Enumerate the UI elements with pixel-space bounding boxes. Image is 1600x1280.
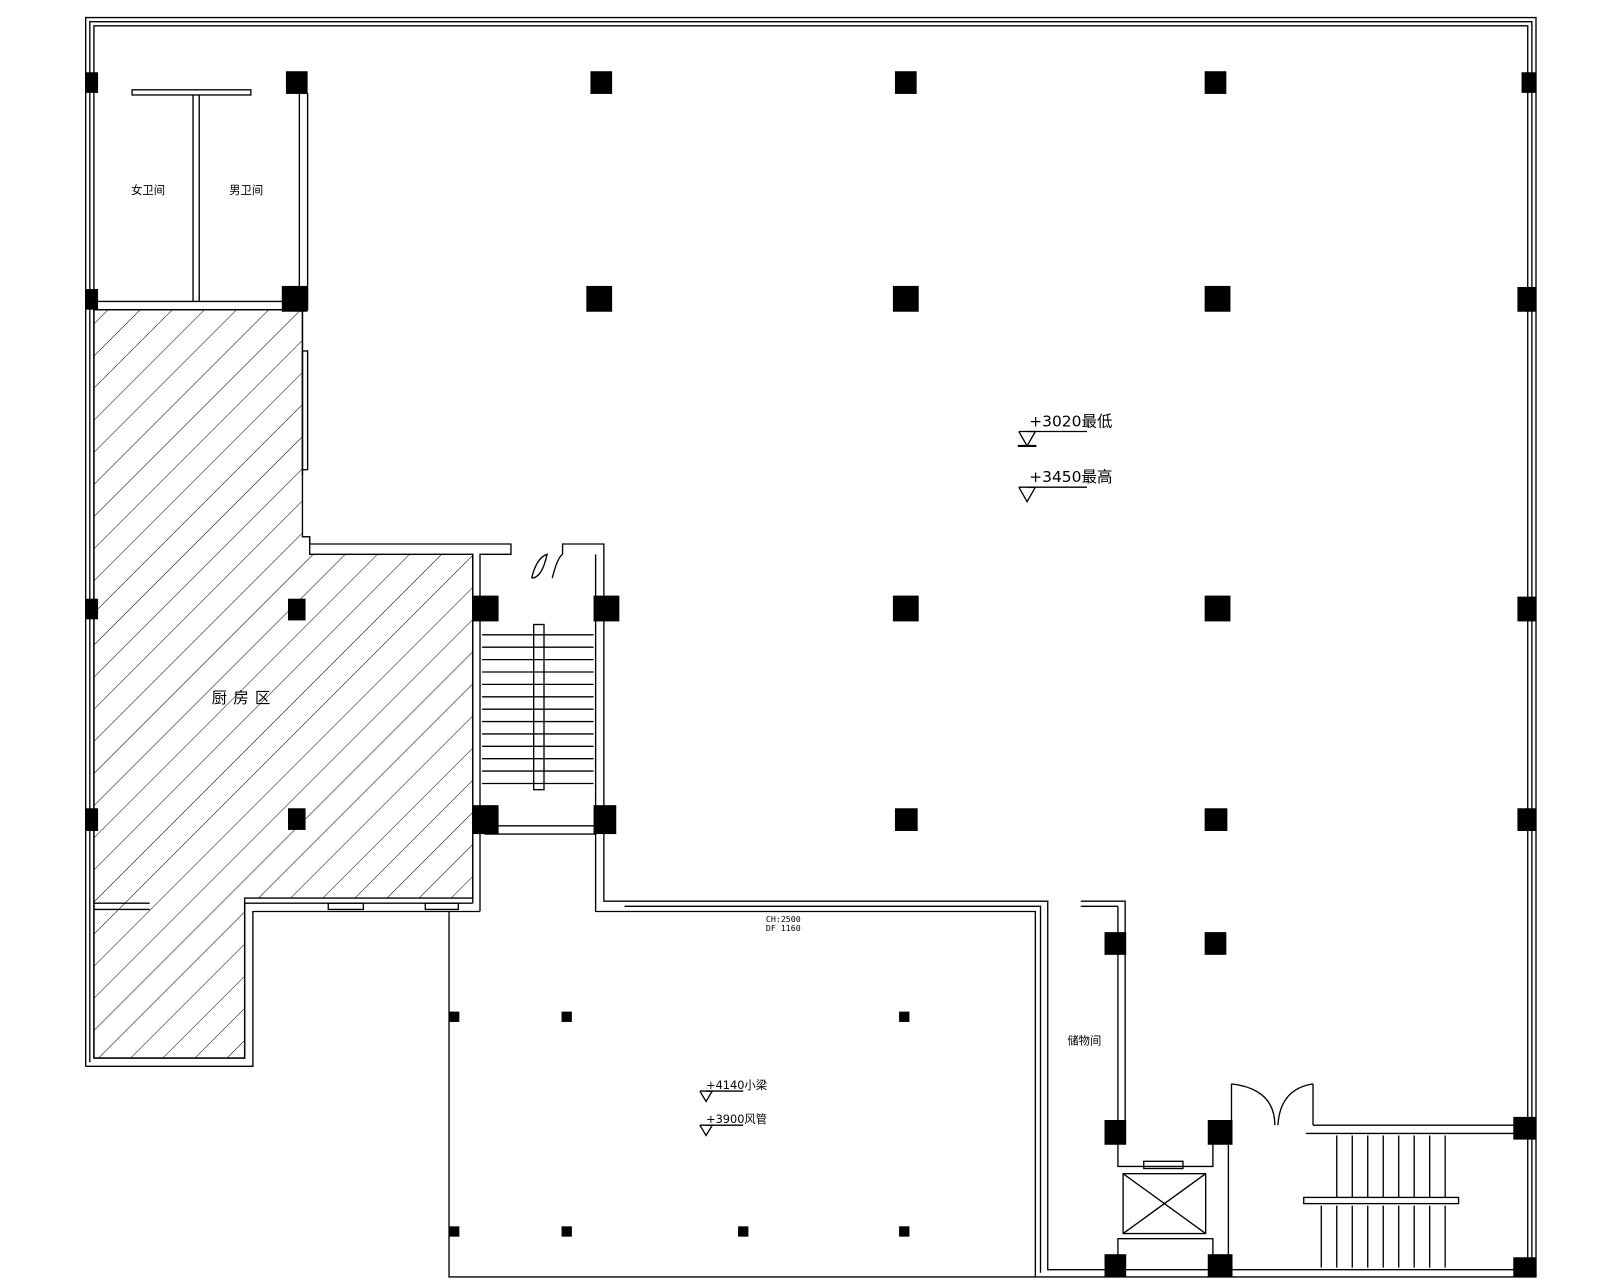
level-marker-lower-beam: +4140小梁 <box>699 1078 767 1103</box>
level-label: +4140小梁 <box>706 1078 767 1092</box>
stair-core <box>302 536 625 913</box>
lower-room-walls <box>624 900 1528 1277</box>
lower-stair-treads <box>1320 1135 1446 1268</box>
level-marker-lower-duct: +3900风管 <box>699 1112 767 1137</box>
note-ch: CH:2500 <box>766 914 801 924</box>
level-label: +3900风管 <box>706 1112 767 1126</box>
room-label-storage: 储物间 <box>1067 1034 1101 1048</box>
stair-treads <box>482 634 594 785</box>
room-label-male-toilet: 男卫间 <box>229 183 263 197</box>
level-label: +3450最高 <box>1029 468 1112 486</box>
level-marker-main-low: +3020最低 <box>1017 412 1112 448</box>
outer-walls <box>85 16 1537 1278</box>
level-marker-main-high: +3450最高 <box>1018 468 1112 504</box>
kitchen-hatch <box>93 309 474 1059</box>
note-df: DF 1160 <box>766 923 801 933</box>
level-label: +3020最低 <box>1029 412 1112 430</box>
columns <box>85 71 1536 1277</box>
room-label-kitchen: 厨房区 <box>212 689 277 707</box>
room-label-female-toilet: 女卫间 <box>131 183 165 197</box>
